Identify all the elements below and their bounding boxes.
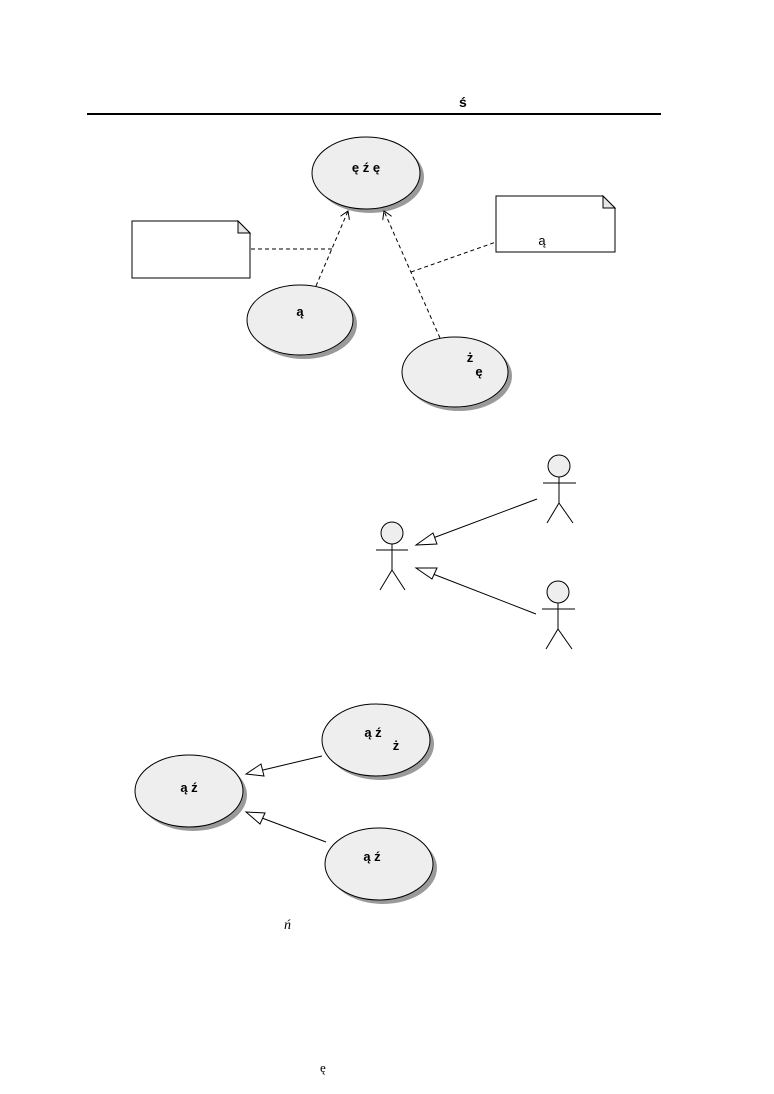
actor-child-top-icon <box>543 454 576 524</box>
page-number: ę <box>320 1060 326 1075</box>
header-rule <box>87 113 661 115</box>
generalization-arrow-actor-bottom <box>414 567 537 615</box>
usecase-a-label: ą <box>296 304 304 319</box>
usecase-b-ellipse <box>401 336 512 411</box>
note-right-anchor <box>410 241 497 273</box>
actor-child-bottom-icon <box>542 580 575 650</box>
diagram-2 <box>376 454 576 650</box>
usecase-base-label: ą ź <box>180 780 198 795</box>
usecase-b-label-2: ę <box>475 364 482 379</box>
figure-caption: ń <box>284 918 291 933</box>
note-left <box>131 219 252 279</box>
page-header: ś <box>459 94 467 110</box>
diagram-1: ę ź ę ą ą ż ę <box>131 136 617 411</box>
diagram-3: ą ź ą ź ż ą ź <box>134 703 437 904</box>
usecase-a-ellipse <box>246 284 357 359</box>
note-right-text: ą <box>538 233 546 248</box>
generalization-arrow-actor-top <box>414 498 538 546</box>
usecase-top-label-2: ż <box>393 738 400 753</box>
usecase-top-label-1: ą ź <box>364 725 382 740</box>
usecase-bottom-ellipse <box>324 827 437 904</box>
dependency-arrow-b <box>384 211 441 339</box>
base-usecase-label: ę ź ę <box>352 160 380 175</box>
generalization-arrow-usecase-bottom <box>244 811 327 843</box>
generalization-arrow-usecase-top <box>244 755 323 777</box>
usecase-b-label-1: ż <box>467 350 474 365</box>
usecase-bottom-label: ą ź <box>363 849 381 864</box>
usecase-base-ellipse <box>134 754 247 831</box>
note-right <box>495 194 617 253</box>
actor-parent-icon <box>376 521 408 591</box>
base-usecase-ellipse <box>311 136 424 213</box>
usecase-top-ellipse <box>321 703 434 780</box>
